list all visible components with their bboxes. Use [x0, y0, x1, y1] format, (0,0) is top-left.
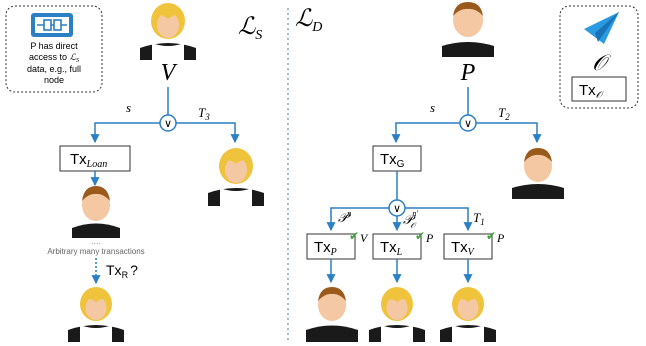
avatar-right-p-recipient — [306, 287, 358, 342]
tx-loan-box — [59, 145, 131, 172]
edge-label-right-s: s — [430, 100, 435, 115]
node-device-icon — [31, 13, 73, 37]
avatar-p — [442, 2, 494, 57]
edge-left-s — [90, 122, 160, 144]
cond-label-pn: 𝒫n — [338, 209, 351, 225]
info-line-1: P has direct — [30, 41, 78, 51]
arbitrary-transactions-label: Arbitrary many transactions — [47, 247, 144, 256]
tx-v-signer: P — [496, 231, 505, 245]
avatar-right-t2 — [512, 148, 564, 199]
avatar-left-r — [68, 287, 124, 342]
edge-right-s — [391, 122, 460, 144]
split-node-right-symbol: ∨ — [464, 118, 472, 130]
tx-v-label: TxV — [451, 239, 476, 258]
edge-label-left-t3: T3 — [198, 105, 210, 122]
tx-p-label: TxP — [314, 239, 337, 258]
avatar-right-v-recipient — [440, 287, 496, 342]
oracle-box: 𝒪 Tx𝒪 — [559, 5, 639, 109]
info-line-4: node — [44, 75, 64, 85]
split-node-left-symbol: ∨ — [164, 118, 172, 130]
root-label-v: V — [161, 60, 178, 86]
tx-oracle-label: Tx𝒪 — [579, 82, 605, 101]
tx-l-label: TxL — [380, 239, 403, 258]
avatar-v — [140, 3, 196, 60]
tx-l-box — [372, 233, 422, 260]
tx-p-box — [306, 233, 356, 260]
arbitrary-dots: .... — [92, 237, 101, 246]
tx-g-label: TxG — [380, 151, 405, 170]
tx-v-box — [443, 233, 493, 260]
edge-left-t3 — [176, 122, 240, 144]
tx-oracle-box — [571, 76, 627, 102]
ledger-label-dest: ℒD — [295, 6, 322, 35]
edge-label-right-t2: T2 — [498, 105, 510, 122]
info-box: P has direct access to ℒS data, e.g., fu… — [5, 5, 103, 93]
edge-to-tx-p — [326, 207, 389, 232]
tx-l-signer: P — [425, 231, 434, 245]
ledger-label-source: ℒS — [238, 14, 262, 43]
split-node-lower-symbol: ∨ — [393, 203, 401, 215]
avatar-left-t3 — [208, 148, 264, 206]
tx-l-check-icon: ✔ — [415, 229, 425, 243]
avatar-right-l-recipient — [369, 287, 425, 342]
edge-right-t2 — [476, 122, 542, 144]
paper-plane-icon — [584, 12, 619, 44]
tx-r-label: TxR? — [106, 262, 138, 280]
tx-g-box — [372, 145, 422, 172]
tx-p-check-icon: ✔ — [349, 229, 359, 243]
edge-label-left-s: s — [126, 100, 131, 115]
edge-to-tx-v — [405, 207, 473, 232]
tx-v-check-icon: ✔ — [486, 229, 496, 243]
info-line-3: data, e.g., full — [27, 64, 81, 74]
tx-loan-label: TxLoan — [70, 151, 107, 170]
cond-label-po: 𝒫n′𝒪 — [403, 209, 418, 230]
info-line-2: access to ℒS — [29, 52, 79, 64]
avatar-left-brown — [72, 186, 120, 238]
cond-label-t1: T1 — [473, 210, 485, 227]
tx-p-signer: V — [360, 231, 369, 245]
root-label-p: P — [460, 60, 476, 86]
